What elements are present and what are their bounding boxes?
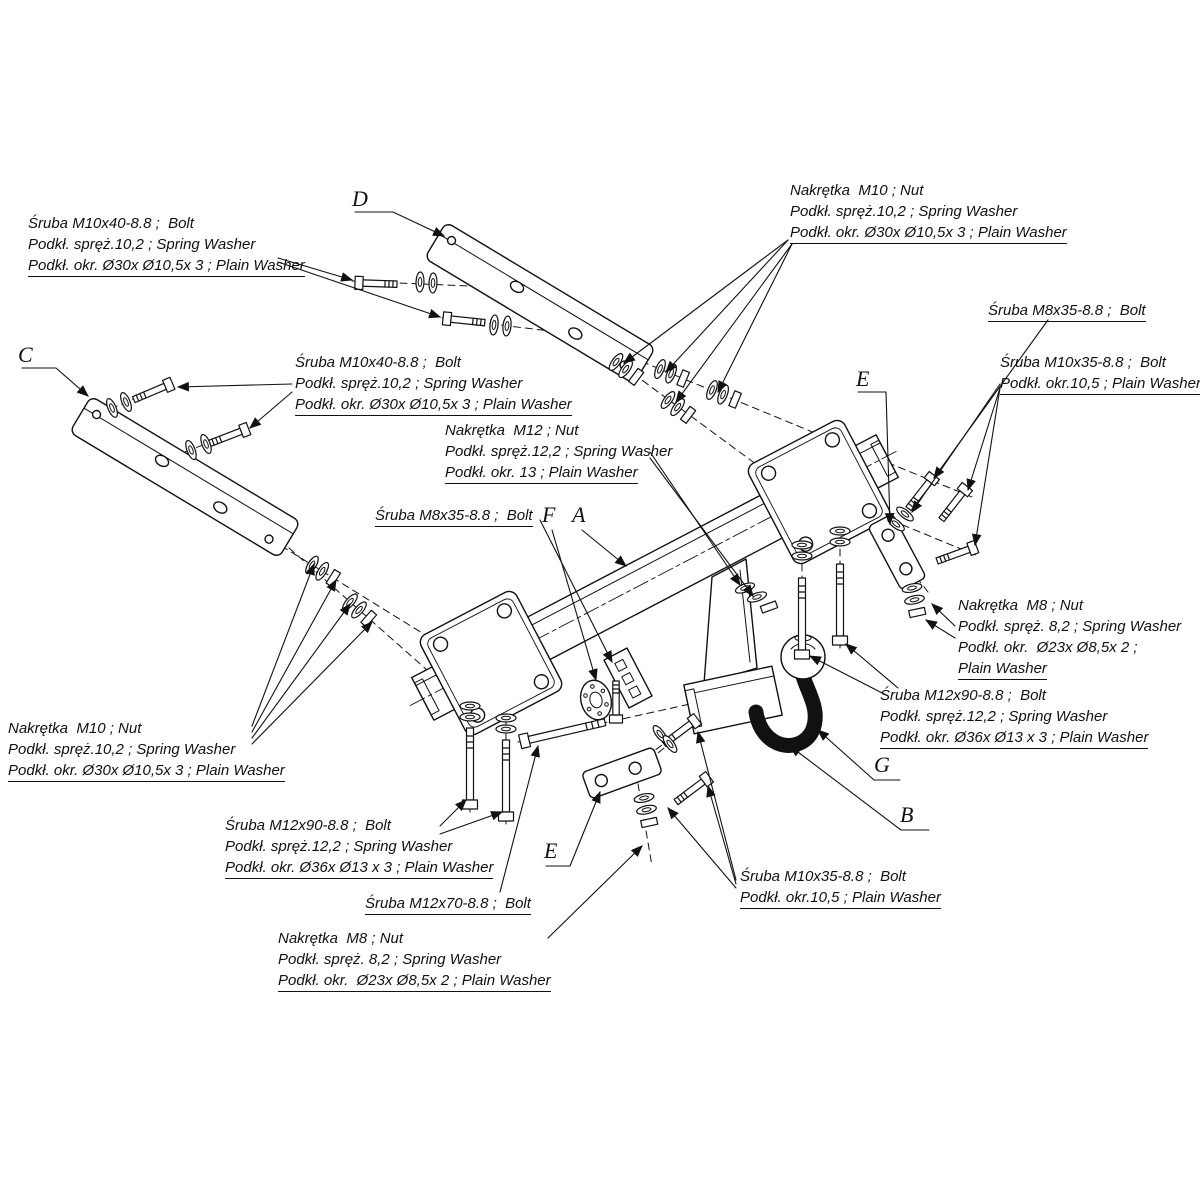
callout-line: Podkł. okr. Ø30x Ø10,5x 3 ; Plain Washer [8, 760, 285, 782]
callout-line: Śruba M10x35-8.8 ; Bolt [1000, 354, 1166, 371]
callout-line: Podkł. okr.10,5 ; Plain Washer [1000, 373, 1200, 395]
callout-line: Nakrętka M8 ; Nut [278, 930, 404, 947]
side-arm-c [71, 398, 299, 556]
callout-line: Plain Washer [958, 658, 1047, 680]
bolt-glyph [130, 376, 176, 407]
bracket-e-right [868, 514, 926, 590]
callout-line: Śruba M12x70-8.8 ; Bolt [365, 893, 531, 915]
part-letter-b: B [900, 802, 914, 827]
socket-bracket [603, 647, 653, 709]
callout-line: Nakrętka M8 ; Nut [958, 597, 1084, 614]
washer-nut-stack [901, 582, 927, 618]
washer-glyph [495, 724, 517, 734]
washer-glyph [495, 713, 517, 723]
callout-line: Podkł. spręż.10,2 ; Spring Washer [8, 741, 236, 758]
callout-nut-m12-center: Nakrętka M12 ; Nut Podkł. spręż.12,2 ; S… [445, 420, 672, 484]
callout-line: Podkł. okr.10,5 ; Plain Washer [740, 887, 941, 909]
bolt-glyph [935, 481, 974, 525]
callout-line: Podkł. okr. Ø23x Ø8,5x 2 ; [958, 639, 1138, 656]
washer-glyph [117, 390, 135, 414]
bolt-glyph [354, 275, 398, 292]
washer-glyph [791, 540, 813, 550]
washer-glyph [414, 271, 426, 293]
washer-glyph [488, 313, 500, 337]
callout-line: Podkł. spręż. 8,2 ; Spring Washer [278, 951, 502, 968]
callout-line: Śruba M8x35-8.8 ; Bolt [988, 300, 1146, 322]
callout-bolt-m10x35-bottom: Śruba M10x35-8.8 ; Bolt Podkł. okr.10,5 … [740, 866, 941, 909]
callout-line: Podkł. spręż.10,2 ; Spring Washer [28, 236, 256, 253]
callout-line: Podkł. spręż.12,2 ; Spring Washer [880, 708, 1108, 725]
nut-glyph [759, 600, 779, 614]
washer-nut-stack [303, 554, 341, 588]
gusset-plate [703, 558, 758, 685]
part-letter-a: A [572, 502, 586, 527]
callout-bolt-m12x70: Śruba M12x70-8.8 ; Bolt [365, 893, 531, 915]
callout-bolt-m10x40-top: Śruba M10x40-8.8 ; Bolt Podkł. spręż.10,… [28, 213, 305, 277]
callout-line: Śruba M8x35-8.8 ; Bolt [375, 505, 533, 527]
callout-line: Podkł. spręż.12,2 ; Spring Washer [225, 838, 453, 855]
callout-line: Podkł. spręż. 8,2 ; Spring Washer [958, 618, 1182, 635]
part-letter-c: C [18, 342, 33, 367]
callout-line: Podkł. okr. Ø23x Ø8,5x 2 ; Plain Washer [278, 970, 551, 992]
bolt-glyph [831, 563, 849, 646]
callout-line: Podkł. okr. Ø30x Ø10,5x 3 ; Plain Washer [790, 222, 1067, 244]
callout-line: Podkł. spręż.10,2 ; Spring Washer [790, 203, 1018, 220]
washer-glyph [427, 272, 439, 294]
callout-bolt-m10x40-left: Śruba M10x40-8.8 ; Bolt Podkł. spręż.10,… [295, 352, 572, 416]
part-letter-e-lower: E [544, 838, 558, 863]
washer-glyph [459, 712, 481, 722]
bolt-glyph [517, 714, 608, 750]
callout-line: Podkł. spręż.12,2 ; Spring Washer [445, 443, 673, 460]
callout-line: Śruba M10x35-8.8 ; Bolt [740, 868, 906, 885]
part-letter-f: F [542, 502, 556, 527]
callout-line: Śruba M10x40-8.8 ; Bolt [28, 215, 194, 232]
callout-nut-m10-left: Nakrętka M10 ; Nut Podkł. spręż.10,2 ; S… [8, 718, 285, 782]
washer-glyph [459, 701, 481, 711]
callout-line: Podkł. okr. Ø36x Ø13 x 3 ; Plain Washer [225, 857, 494, 879]
callout-line: Śruba M12x90-8.8 ; Bolt [225, 817, 391, 834]
washer-glyph [501, 314, 513, 338]
callout-nut-m10-right: Nakrętka M10 ; Nut Podkł. spręż.10,2 ; S… [790, 180, 1067, 244]
part-letter-g: G [874, 752, 890, 777]
bolt-glyph [497, 739, 515, 822]
bolt-glyph [671, 770, 715, 808]
washer-nut-stack [652, 358, 690, 389]
bracket-e-bottom [582, 747, 662, 799]
callout-bolt-m8x35-center: Śruba M8x35-8.8 ; Bolt [375, 505, 533, 527]
callout-bolt-m12x90-right: Śruba M12x90-8.8 ; Bolt Podkł. spręż.12,… [880, 685, 1149, 749]
part-letter-d: D [352, 186, 368, 211]
callout-line: Śruba M12x90-8.8 ; Bolt [880, 687, 1046, 704]
bolt-glyph [206, 421, 252, 451]
callout-nut-m8-bottom: Nakrętka M8 ; Nut Podkł. spręż. 8,2 ; Sp… [278, 928, 551, 992]
callout-line: Podkł. okr. Ø30x Ø10,5x 3 ; Plain Washer [28, 255, 305, 277]
callout-line: Nakrętka M10 ; Nut [790, 182, 924, 199]
washer-nut-stack [704, 379, 742, 410]
washer-glyph [829, 537, 851, 547]
bolt-glyph [934, 539, 980, 568]
callout-line: Podkł. okr. Ø36x Ø13 x 3 ; Plain Washer [880, 727, 1149, 749]
side-arm-d [426, 224, 654, 382]
bolt-glyph [461, 727, 479, 810]
washer-glyph [829, 526, 851, 536]
callout-bolt-m8x35-right: Śruba M8x35-8.8 ; Bolt [988, 300, 1146, 322]
callout-line: Podkł. okr. Ø30x Ø10,5x 3 ; Plain Washer [295, 394, 572, 416]
washer-glyph [791, 551, 813, 561]
callout-bolt-m10x35-right: Śruba M10x35-8.8 ; Bolt Podkł. okr.10,5 … [1000, 352, 1200, 395]
leader-lines [21, 211, 1049, 939]
washer-nut-stack [633, 792, 659, 828]
ball-neck [748, 664, 823, 753]
callout-line: Nakrętka M12 ; Nut [445, 422, 579, 439]
callout-line: Podkł. spręż.10,2 ; Spring Washer [295, 375, 523, 392]
part-letter-e-upper: E [856, 366, 870, 391]
callout-line: Nakrętka M10 ; Nut [8, 720, 142, 737]
callout-line: Podkł. okr. 13 ; Plain Washer [445, 462, 638, 484]
callout-line: Śruba M10x40-8.8 ; Bolt [295, 354, 461, 371]
callout-bolt-m12x90-left: Śruba M12x90-8.8 ; Bolt Podkł. spręż.12,… [225, 815, 494, 879]
bolt-glyph [441, 311, 487, 330]
callout-nut-m8-right: Nakrętka M8 ; Nut Podkł. spręż. 8,2 ; Sp… [958, 595, 1181, 680]
